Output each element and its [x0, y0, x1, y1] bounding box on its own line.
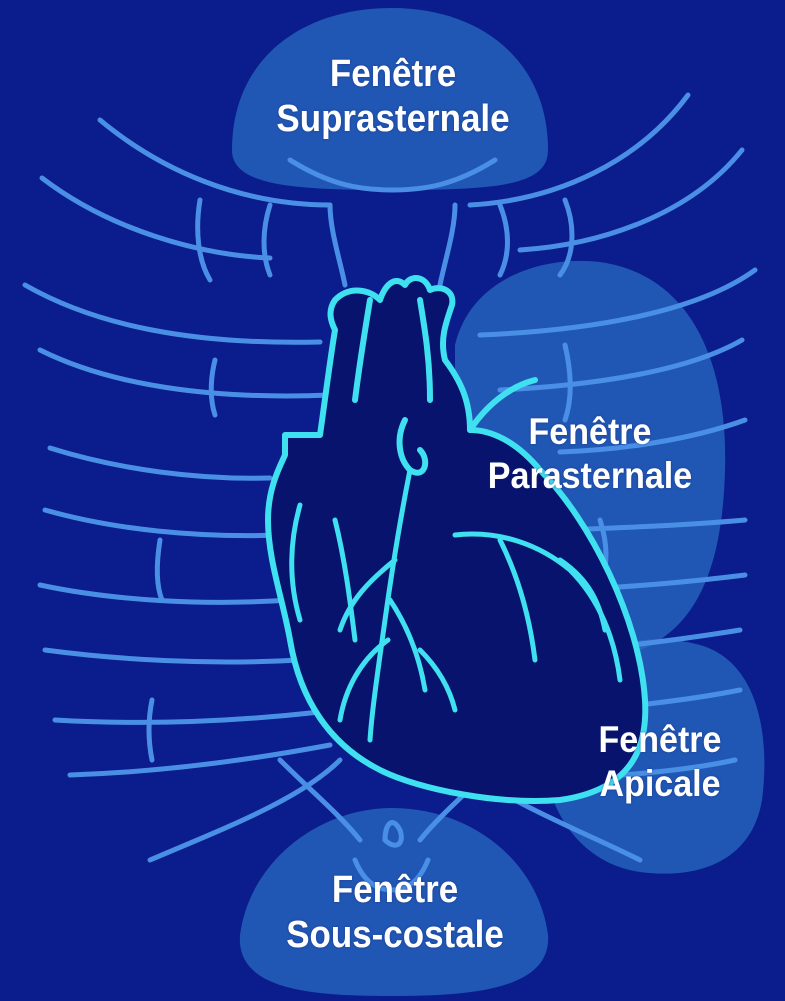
subcostal-line2: Sous-costale — [243, 913, 547, 958]
suprasternal-window-label: Fenêtre Suprasternale — [241, 52, 545, 142]
parasternal-window-label: Fenêtre Parasternale — [452, 410, 728, 497]
suprasternal-line1: Fenêtre — [241, 52, 545, 97]
apical-line1: Fenêtre — [554, 718, 766, 762]
subcostal-window-label: Fenêtre Sous-costale — [243, 868, 547, 958]
apical-line2: Apicale — [554, 762, 766, 806]
apical-window-label: Fenêtre Apicale — [554, 718, 766, 805]
suprasternal-line2: Suprasternale — [241, 97, 545, 142]
parasternal-line2: Parasternale — [452, 454, 728, 498]
subcostal-line1: Fenêtre — [243, 868, 547, 913]
parasternal-line1: Fenêtre — [452, 410, 728, 454]
